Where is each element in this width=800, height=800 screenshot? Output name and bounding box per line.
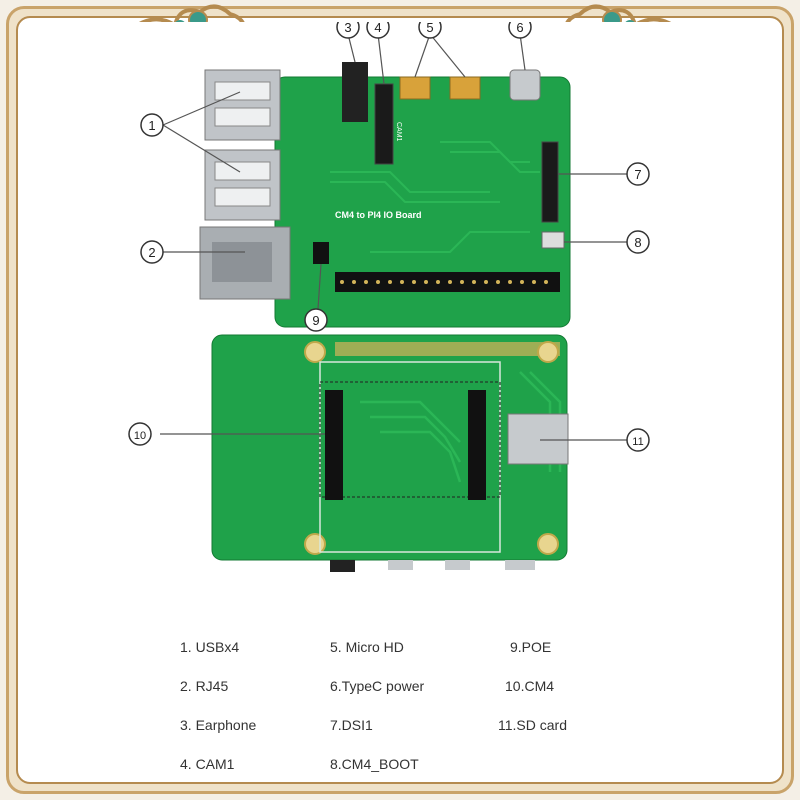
- callout-2-label: 2: [148, 245, 155, 260]
- callout-8: [626, 230, 650, 254]
- callout-10: [128, 422, 152, 446]
- usb-stack-upper: [204, 69, 281, 141]
- usb-c-port: [509, 69, 541, 101]
- callout-2: [140, 240, 164, 264]
- cam1-connector: [374, 83, 394, 165]
- callout-5: [418, 22, 442, 39]
- board-diagram: CAM1 CM4 to PI4 IO Board: [128, 22, 650, 572]
- callout-1-label: 1: [148, 118, 155, 133]
- cm4-connector-right: [468, 390, 486, 500]
- board-title: CM4 to PI4 IO Board: [335, 210, 422, 220]
- callout-9-label: 9: [312, 313, 319, 328]
- callout-11: [626, 428, 650, 452]
- callout-9: [304, 308, 328, 332]
- callout-11-label: 11: [632, 436, 643, 448]
- micro-hdmi-0: [399, 76, 431, 100]
- callout-7-label: 7: [634, 167, 641, 182]
- callout-3: [336, 22, 360, 39]
- callout-6-label: 6: [516, 22, 523, 35]
- svg-text:CAM1: CAM1: [395, 122, 402, 142]
- sd-card-slot: [507, 413, 569, 465]
- callout-4: [366, 22, 390, 39]
- cm4-boot-switch: [541, 231, 565, 249]
- callout-8-label: 8: [634, 235, 641, 250]
- earphone-jack: [342, 62, 368, 122]
- callout-7: [626, 162, 650, 186]
- content-panel: CAM1 CM4 to PI4 IO Board: [30, 22, 770, 767]
- callout-4-label: 4: [374, 22, 381, 35]
- usb-stack-lower: [204, 149, 281, 221]
- poe-header: [313, 242, 329, 264]
- callout-3-label: 3: [344, 22, 351, 35]
- dsi1-connector: [541, 141, 559, 223]
- callout-6: [508, 22, 532, 39]
- micro-hdmi-1: [449, 76, 481, 100]
- callout-10-label: 10: [134, 430, 146, 442]
- gpio-header: [335, 272, 560, 292]
- cm4-connector-left: [325, 390, 343, 500]
- callout-5-label: 5: [426, 22, 433, 35]
- callout-markers: [128, 22, 650, 452]
- callout-1: [140, 113, 164, 137]
